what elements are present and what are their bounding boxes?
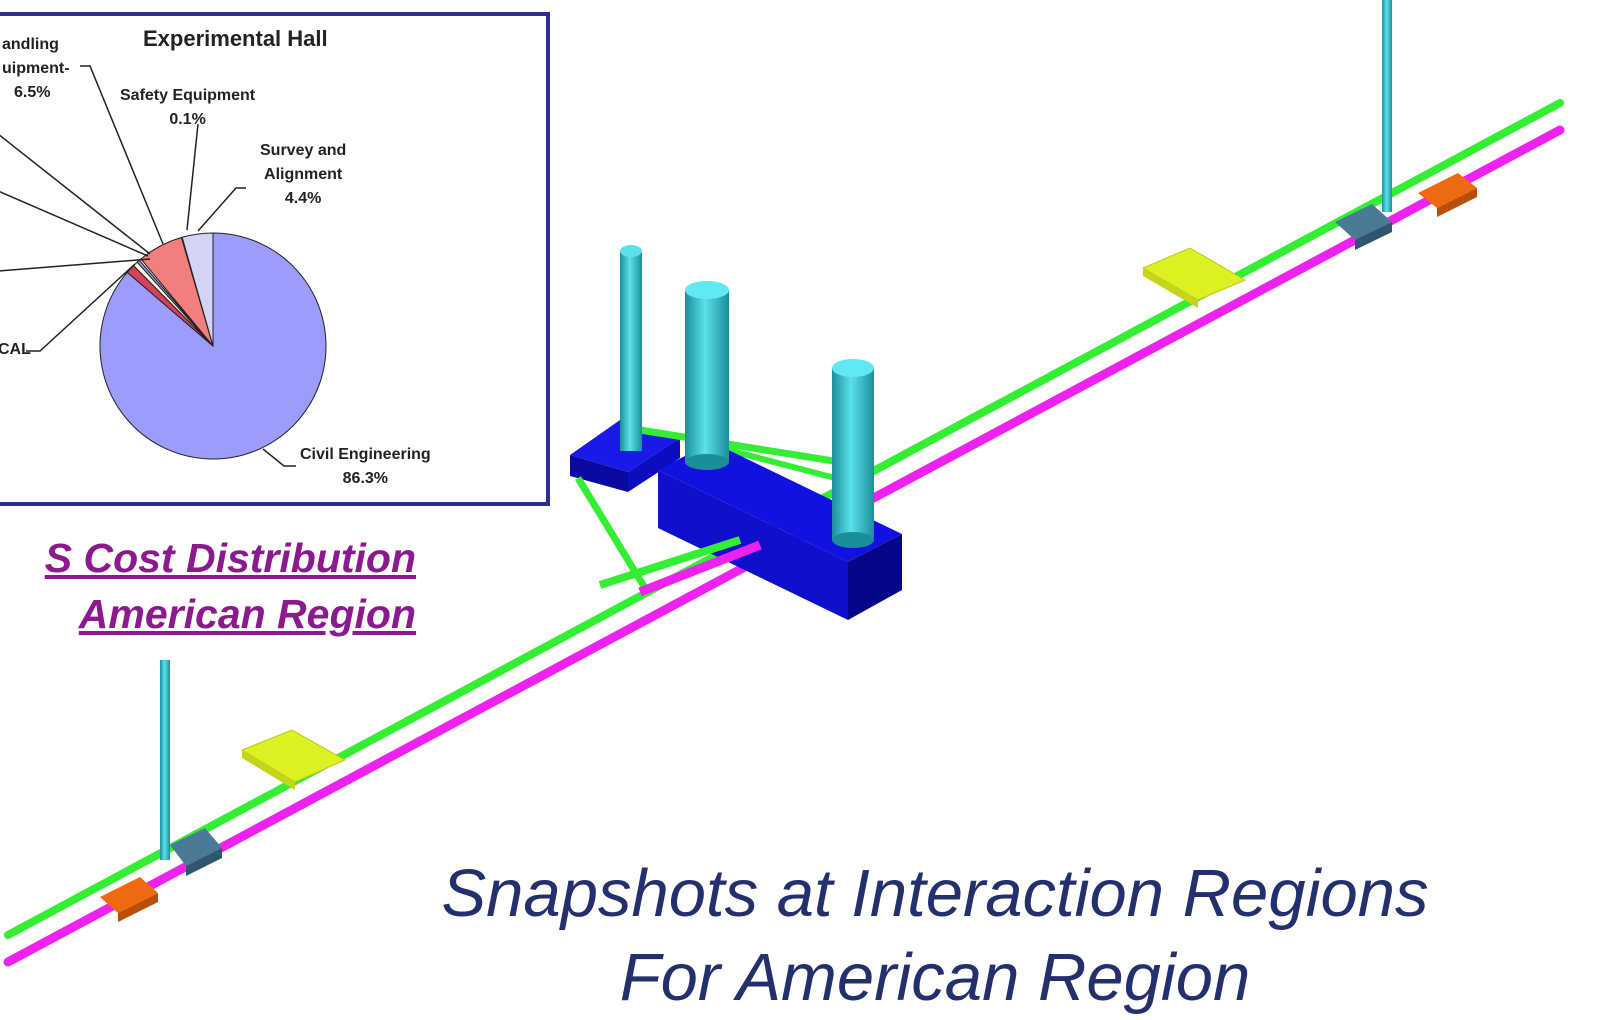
chart-title: Experimental Hall — [143, 26, 328, 51]
left-steel-block — [170, 828, 222, 866]
shaft-cylinder-middle — [685, 281, 729, 470]
civil-engineering-label: Civil Engineering 86.3% — [300, 446, 431, 487]
left-orange-block — [100, 877, 158, 913]
shaft-cylinder-right — [832, 359, 874, 548]
left-small-shaft — [160, 660, 170, 860]
survey-alignment-label: Survey and Alignment 4.4% — [260, 142, 347, 207]
left-yellow-alcove — [240, 729, 347, 783]
pie-chart — [0, 65, 327, 467]
green-connector-pipe — [575, 476, 648, 590]
right-orange-block — [1418, 173, 1477, 208]
slide-subtitle: Snapshots at Interaction Regions For Ame… — [380, 852, 1490, 1020]
right-steel-block — [1335, 204, 1392, 240]
cost-distribution-caption: S Cost Distribution American Region — [0, 530, 416, 642]
pie-slice — [99, 232, 327, 460]
cal-label: CAL — [0, 341, 31, 358]
right-yellow-alcove — [1141, 247, 1247, 301]
caption-line-2: American Region — [78, 591, 416, 637]
subtitle-line-1: Snapshots at Interaction Regions — [441, 856, 1429, 931]
pie-slice — [181, 232, 214, 347]
cost-pie-chart-panel: Experimental Hall andling uipment- 6.5% … — [0, 12, 550, 506]
subtitle-line-2: For American Region — [619, 940, 1251, 1015]
handling-equipment-label: andling uipment- 6.5% — [2, 36, 70, 101]
interaction-region-3d-diagram — [3, 0, 1565, 967]
safety-equipment-label: Safety Equipment 0.1% — [120, 87, 256, 128]
caption-line-1: S Cost Distribution — [44, 535, 416, 581]
leader-lines — [0, 65, 296, 467]
shaft-cylinder-small — [620, 245, 642, 451]
right-tall-shaft — [1382, 0, 1392, 212]
